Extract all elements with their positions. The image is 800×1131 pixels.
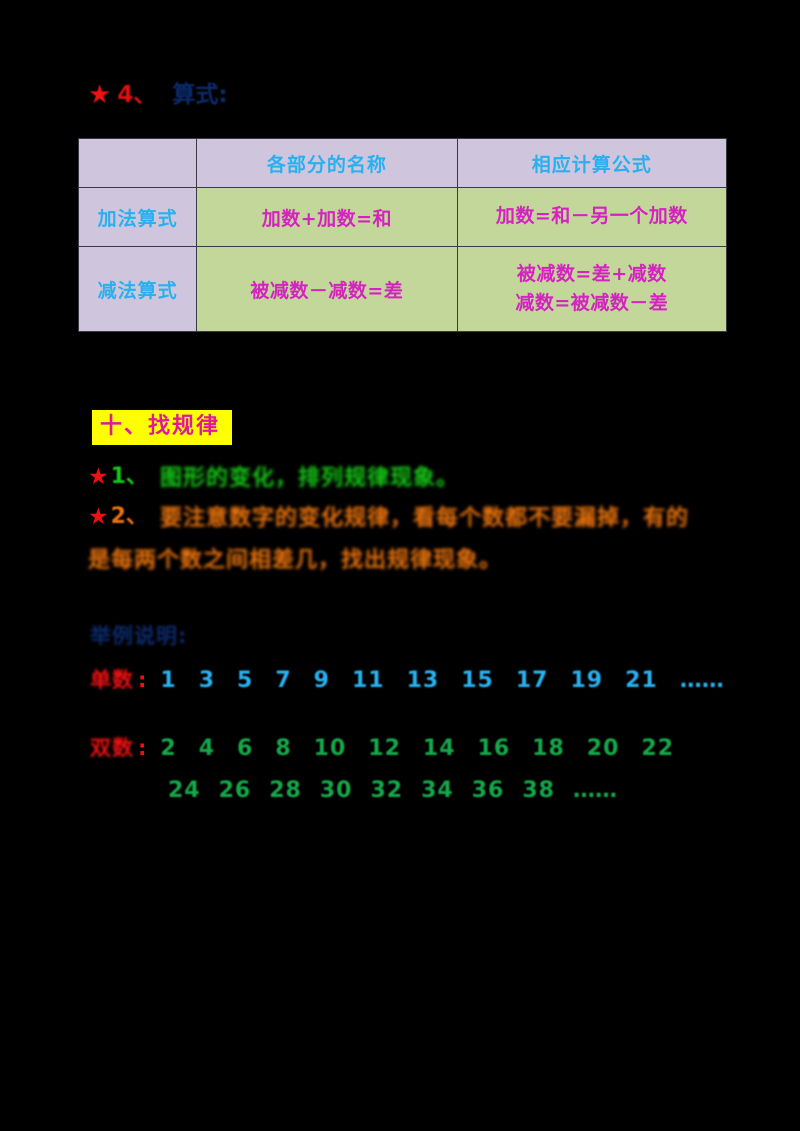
sequence-even-continued-values: 24 26 28 30 32 34 36 38 …… xyxy=(168,778,617,803)
star-icon: ★ xyxy=(88,504,109,530)
sequence-value: 5 xyxy=(237,668,254,693)
sequence-value: 14 xyxy=(422,736,456,761)
section-heading: ★ 4、 算式: xyxy=(88,82,228,108)
sequence-value: 13 xyxy=(406,668,440,693)
star-icon: ★ xyxy=(88,80,112,110)
sequence-value: 15 xyxy=(461,668,494,693)
formula-line: 加数=和－另一个加数 xyxy=(495,205,688,228)
rule-item-1-number: 1、 xyxy=(110,464,148,489)
sequence-ellipsis: …… xyxy=(573,778,617,803)
sequence-value: 18 xyxy=(532,736,565,761)
sequence-even-tag: 双数 xyxy=(90,736,134,760)
table-header-blank xyxy=(77,138,198,188)
table-header-row: 各部分的名称 相应计算公式 xyxy=(77,138,728,188)
sequence-value: 36 xyxy=(471,778,505,803)
sequence-value: 24 xyxy=(168,778,201,803)
sequence-even-colon: : xyxy=(138,736,147,760)
sequence-even-continued: 24 26 28 30 32 34 36 38 …… xyxy=(168,778,617,803)
sequence-value: 3 xyxy=(198,668,216,693)
section-heading-number: 4、 xyxy=(117,81,157,108)
table-row: 加法算式 加数+加数=和 加数=和－另一个加数 xyxy=(77,187,728,247)
sequence-value: 11 xyxy=(351,668,385,693)
sequence-value: 38 xyxy=(522,778,555,803)
sequence-value: 1 xyxy=(160,668,177,693)
sequence-odd: 单数 : 1 3 5 7 9 11 13 15 17 19 21 …… xyxy=(90,664,724,694)
sequence-value: 26 xyxy=(218,778,252,803)
sequence-value: 7 xyxy=(275,668,292,693)
sequence-value: 32 xyxy=(370,778,404,803)
row-names-subtraction: 被减数－减数=差 xyxy=(196,246,458,332)
sequence-value: 20 xyxy=(586,736,620,761)
calculation-table: 各部分的名称 相应计算公式 加法算式 加数+加数=和 加数=和－另一个加数 减法… xyxy=(77,138,728,332)
highlighted-section-heading: 十、找规律 xyxy=(92,410,233,446)
row-label-addition: 加法算式 xyxy=(77,187,198,247)
sequence-ellipsis: …… xyxy=(679,668,724,693)
sequence-value: 30 xyxy=(319,778,353,803)
star-icon: ★ xyxy=(88,464,109,490)
sequence-value: 4 xyxy=(198,736,216,761)
rule-item-1: ★ 1、 图形的变化，排列规律现象。 xyxy=(88,464,459,492)
sequence-value: 22 xyxy=(641,736,675,761)
sequence-value: 9 xyxy=(313,668,330,693)
sequence-value: 34 xyxy=(421,778,454,803)
formula-line: 被减数=差+减数 xyxy=(516,262,667,285)
rule-item-2: ★ 2、 要注意数字的变化规律，看每个数都不要漏掉，有的 xyxy=(88,504,689,532)
sequence-value: 6 xyxy=(237,736,254,761)
sequence-value: 17 xyxy=(515,668,549,693)
rule-item-2-text-continued: 是每两个数之间相差几，找出规律现象。 xyxy=(88,548,503,573)
row-formula-addition: 加数=和－另一个加数 xyxy=(456,187,728,247)
sequence-odd-tag: 单数 xyxy=(90,668,134,692)
example-label: 举例说明: xyxy=(90,624,188,648)
section-heading-title: 算式: xyxy=(172,81,228,108)
sequence-value: 10 xyxy=(313,736,347,761)
row-names-addition: 加数+加数=和 xyxy=(196,187,458,247)
sequence-value: 28 xyxy=(269,778,302,803)
sequence-even: 双数 : 2 4 6 8 10 12 14 16 18 20 22 xyxy=(90,732,674,762)
sequence-value: 21 xyxy=(625,668,658,693)
sequence-value: 2 xyxy=(160,736,177,761)
sequence-value: 16 xyxy=(477,736,511,761)
table-header-formula: 相应计算公式 xyxy=(456,138,728,188)
rule-item-1-text: 图形的变化，排列规律现象。 xyxy=(159,466,459,491)
sequence-value: 12 xyxy=(368,736,401,761)
row-label-subtraction: 减法算式 xyxy=(77,246,198,332)
formula-line: 减数=被减数－差 xyxy=(515,292,669,314)
sequence-value: 8 xyxy=(275,736,292,761)
table-header-names: 各部分的名称 xyxy=(196,138,458,188)
row-formula-subtraction: 被减数=差+减数 减数=被减数－差 xyxy=(456,246,728,332)
sequence-odd-colon: : xyxy=(138,668,147,692)
rule-item-2-text: 要注意数字的变化规律，看每个数都不要漏掉，有的 xyxy=(159,506,689,531)
rule-item-2-continued: 是每两个数之间相差几，找出规律现象。 xyxy=(88,548,502,573)
sequence-odd-values: 1 3 5 7 9 11 13 15 17 19 21 …… xyxy=(160,668,723,693)
rule-item-2-number: 2、 xyxy=(110,504,148,529)
sequence-even-values: 2 4 6 8 10 12 14 16 18 20 22 xyxy=(160,736,674,761)
sequence-value: 19 xyxy=(570,668,604,693)
table-row: 减法算式 被减数－减数=差 被减数=差+减数 减数=被减数－差 xyxy=(77,246,728,332)
